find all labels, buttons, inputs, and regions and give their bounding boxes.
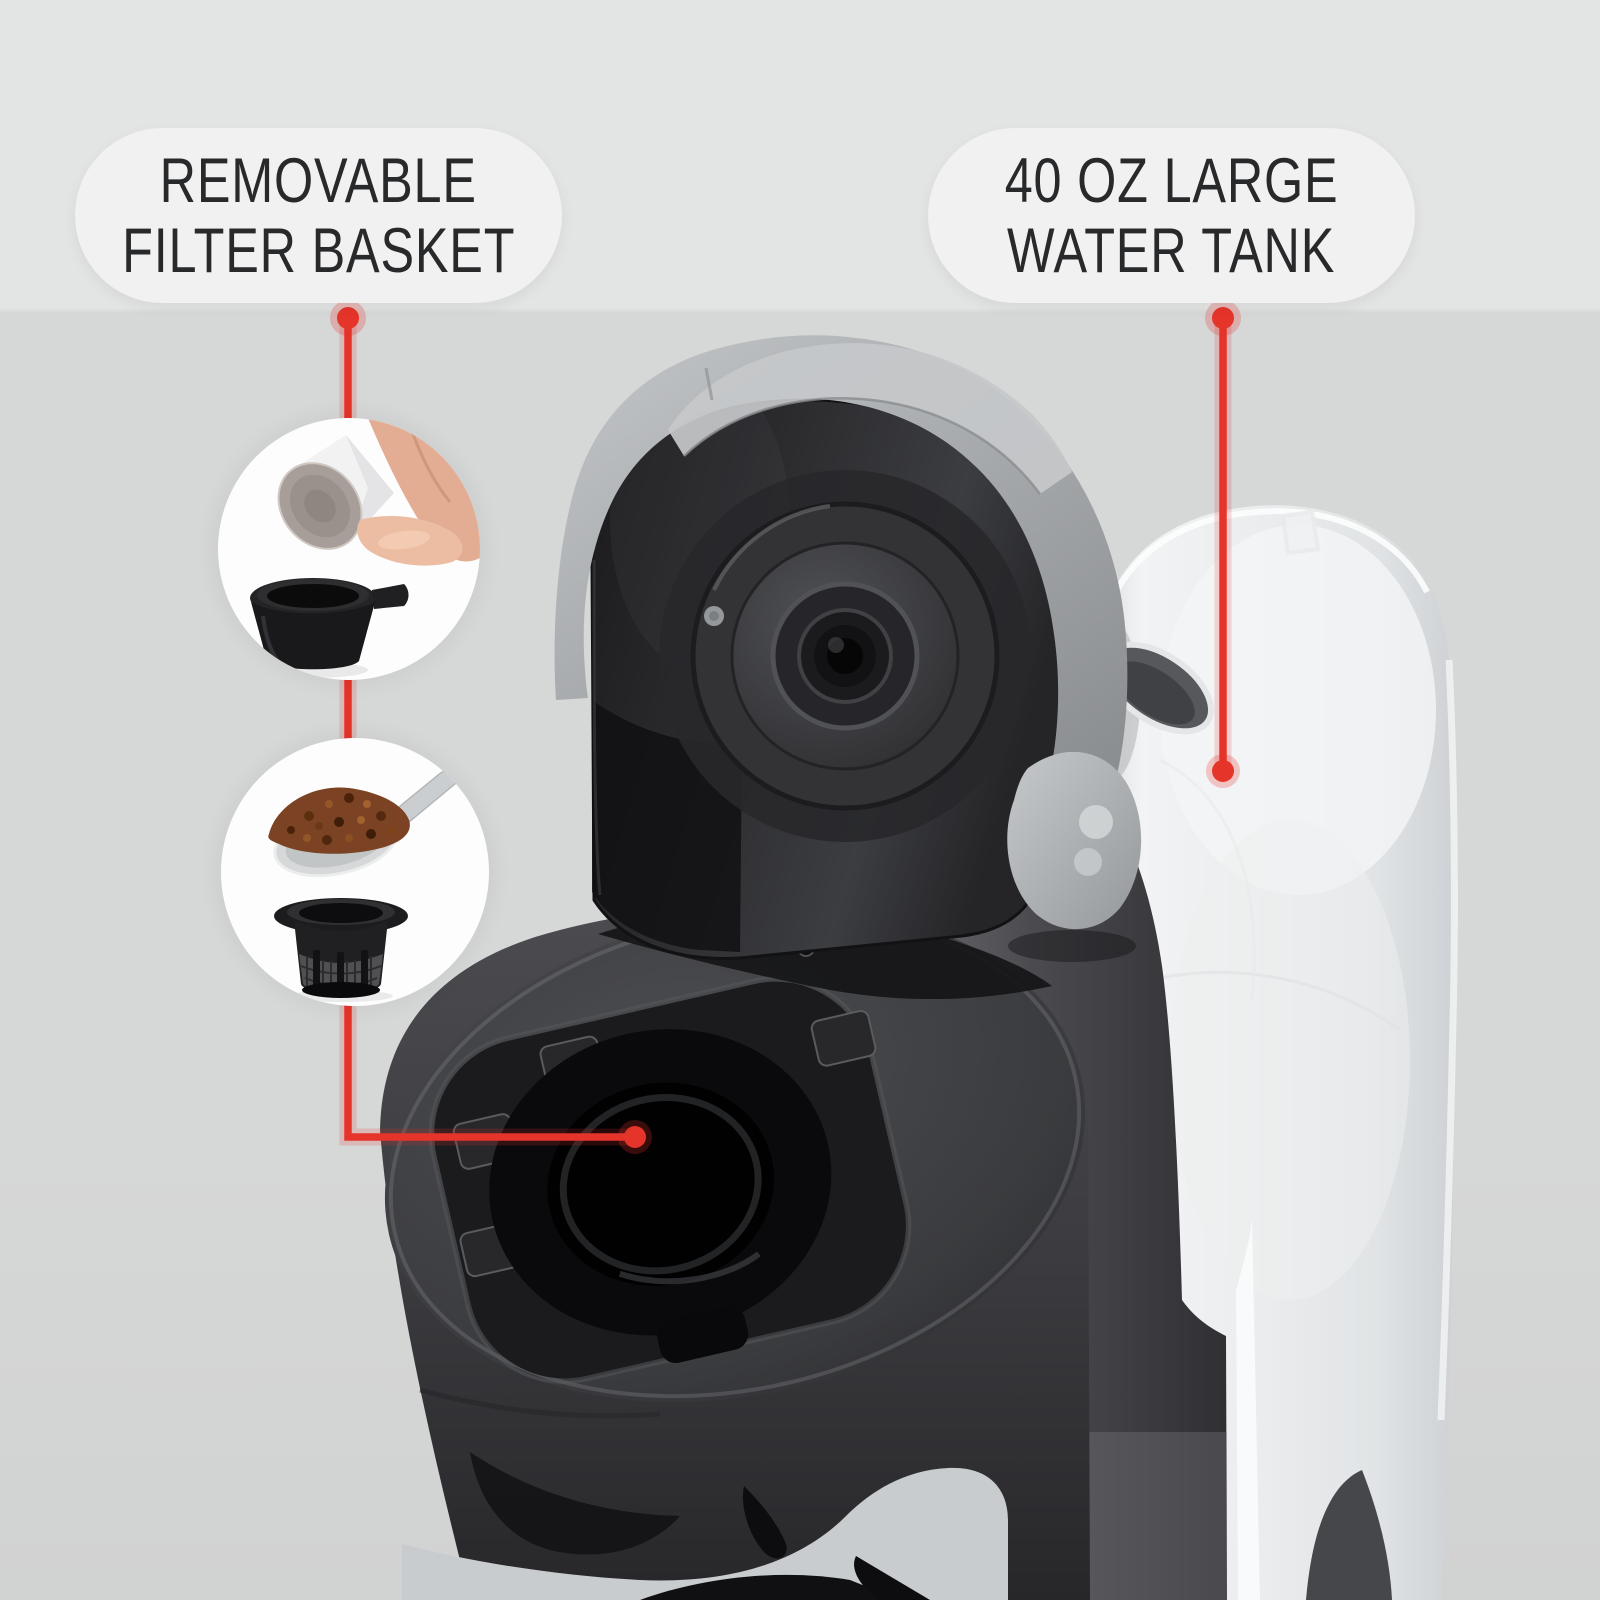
callout-dot [1212,760,1234,782]
reusable-mesh-filter [274,898,408,1002]
callout-dot [624,1126,646,1148]
grounds-and-filter-illustration [268,769,459,1002]
callout-water-tank-line1: 40 OZ LARGE [1004,145,1339,216]
brew-head-disc [659,470,1031,842]
hinge-foot [1007,751,1142,962]
coffee-grounds [268,787,410,854]
coffee-pod [277,435,394,550]
lid-shell [554,335,1128,816]
callout-filter-basket-line1: REMOVABLE [159,145,478,216]
thumb [357,516,463,566]
callout-dot [1212,307,1234,329]
callout-filter-basket: REMOVABLE FILTER BASKET [75,128,562,303]
inset-grounds-photo [221,738,489,1006]
callout-connector-right [1205,300,1241,788]
inset-pod-photo [218,418,480,680]
callout-dot [337,307,359,329]
callout-water-tank: 40 OZ LARGE WATER TANK [928,128,1415,303]
pod-and-basket-illustration [250,418,480,678]
tank-handle-hole [1101,641,1215,735]
filter-basket-cup [250,578,409,678]
filter-basket-recess [428,976,912,1384]
callout-filter-basket-line2: FILTER BASKET [121,215,516,286]
callout-water-tank-line2: WATER TANK [1007,215,1336,286]
machine-base [402,1452,1008,1600]
